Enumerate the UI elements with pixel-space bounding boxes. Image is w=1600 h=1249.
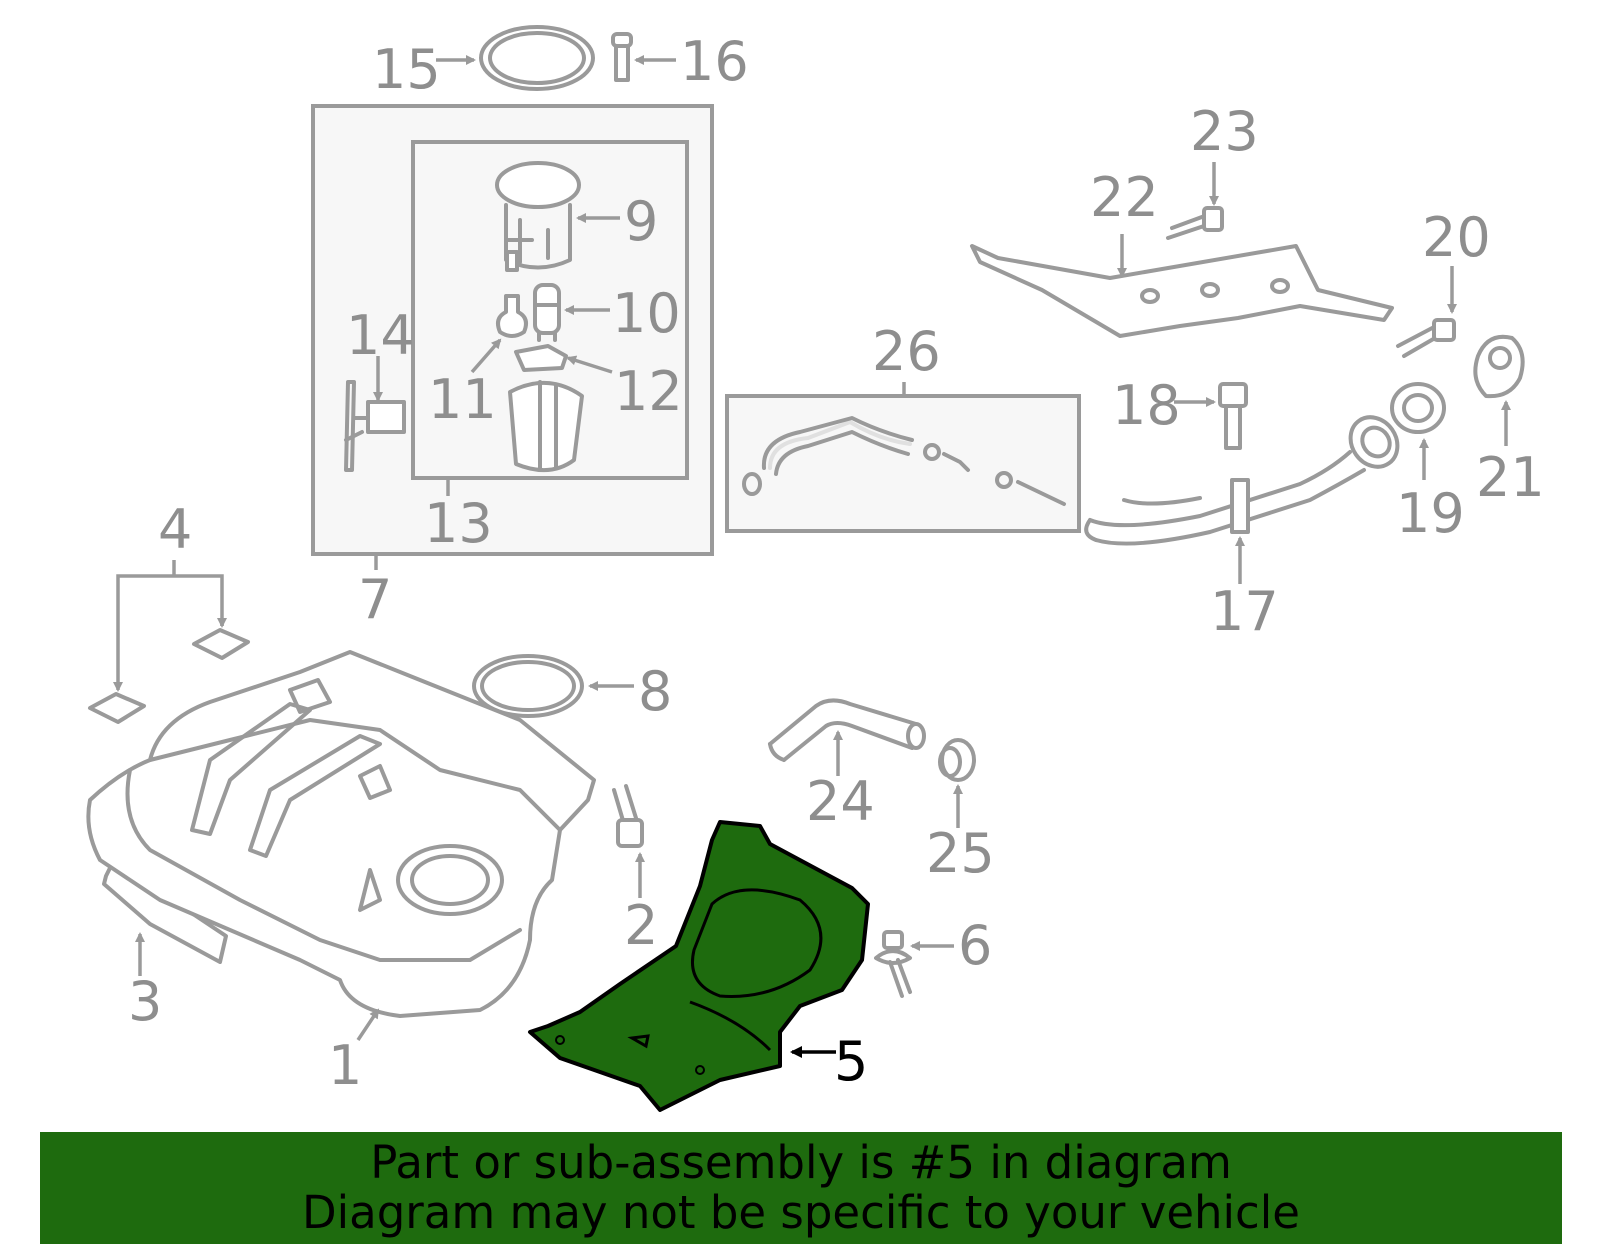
part-24-hose <box>768 698 926 762</box>
callout-14: 14 <box>346 304 415 367</box>
part-19-gasket <box>1390 382 1446 434</box>
part-17-filler-pipe <box>1084 415 1400 546</box>
callout-12: 12 <box>614 360 683 423</box>
callout-26: 26 <box>872 320 941 383</box>
info-banner: Part or sub-assembly is #5 in diagram Di… <box>40 1132 1562 1244</box>
callout-22: 22 <box>1090 166 1159 229</box>
callout-24: 24 <box>806 770 875 833</box>
callout-10: 10 <box>612 282 681 345</box>
part-15-gasket <box>479 25 595 91</box>
callout-4: 4 <box>158 498 192 561</box>
part-26-vent-hose <box>742 416 1066 506</box>
callout-3: 3 <box>128 970 162 1033</box>
callout-19: 19 <box>1396 482 1465 545</box>
part-18-bolt <box>1218 382 1248 450</box>
callout-13: 13 <box>424 492 493 555</box>
callout-11: 11 <box>428 368 497 431</box>
part-10-filter <box>533 283 561 342</box>
part-20-bolt <box>1396 318 1456 358</box>
part-8-seal-ring <box>472 654 584 718</box>
banner-line-2: Diagram may not be specific to your vehi… <box>302 1186 1300 1239</box>
callout-20: 20 <box>1422 206 1491 269</box>
callout-5: 5 <box>834 1030 868 1093</box>
part-11-regulator <box>496 294 528 338</box>
part-23-bolt <box>1166 206 1224 240</box>
part-13-reservoir <box>508 380 584 472</box>
callout-16: 16 <box>680 30 749 93</box>
part-6-clip <box>874 930 912 998</box>
part-14-sender <box>344 380 406 472</box>
leader-lines <box>113 55 1511 1058</box>
part-5-heat-shield <box>528 820 870 1112</box>
part-12-bracket <box>514 344 568 372</box>
callout-25: 25 <box>926 822 995 885</box>
part-2-bolt <box>612 784 644 848</box>
part-9-pump-module <box>495 161 581 272</box>
part-1-fuel-tank <box>86 650 596 1018</box>
callout-9: 9 <box>624 190 658 253</box>
part-4-pads <box>88 628 250 724</box>
callout-2: 2 <box>624 894 658 957</box>
callout-15: 15 <box>372 38 441 101</box>
callout-6: 6 <box>958 914 992 977</box>
callout-8: 8 <box>638 660 672 723</box>
part-22-bracket <box>970 244 1394 338</box>
banner-line-1: Part or sub-assembly is #5 in diagram <box>370 1136 1232 1189</box>
part-16-screw <box>611 32 633 82</box>
callout-18: 18 <box>1112 374 1181 437</box>
part-21-fuel-cap <box>1473 334 1525 399</box>
callout-1: 1 <box>328 1034 362 1097</box>
callout-17: 17 <box>1210 580 1279 643</box>
part-25-clamp <box>938 738 976 782</box>
callout-7: 7 <box>358 568 392 631</box>
callout-23: 23 <box>1190 100 1259 163</box>
callout-21: 21 <box>1476 446 1545 509</box>
